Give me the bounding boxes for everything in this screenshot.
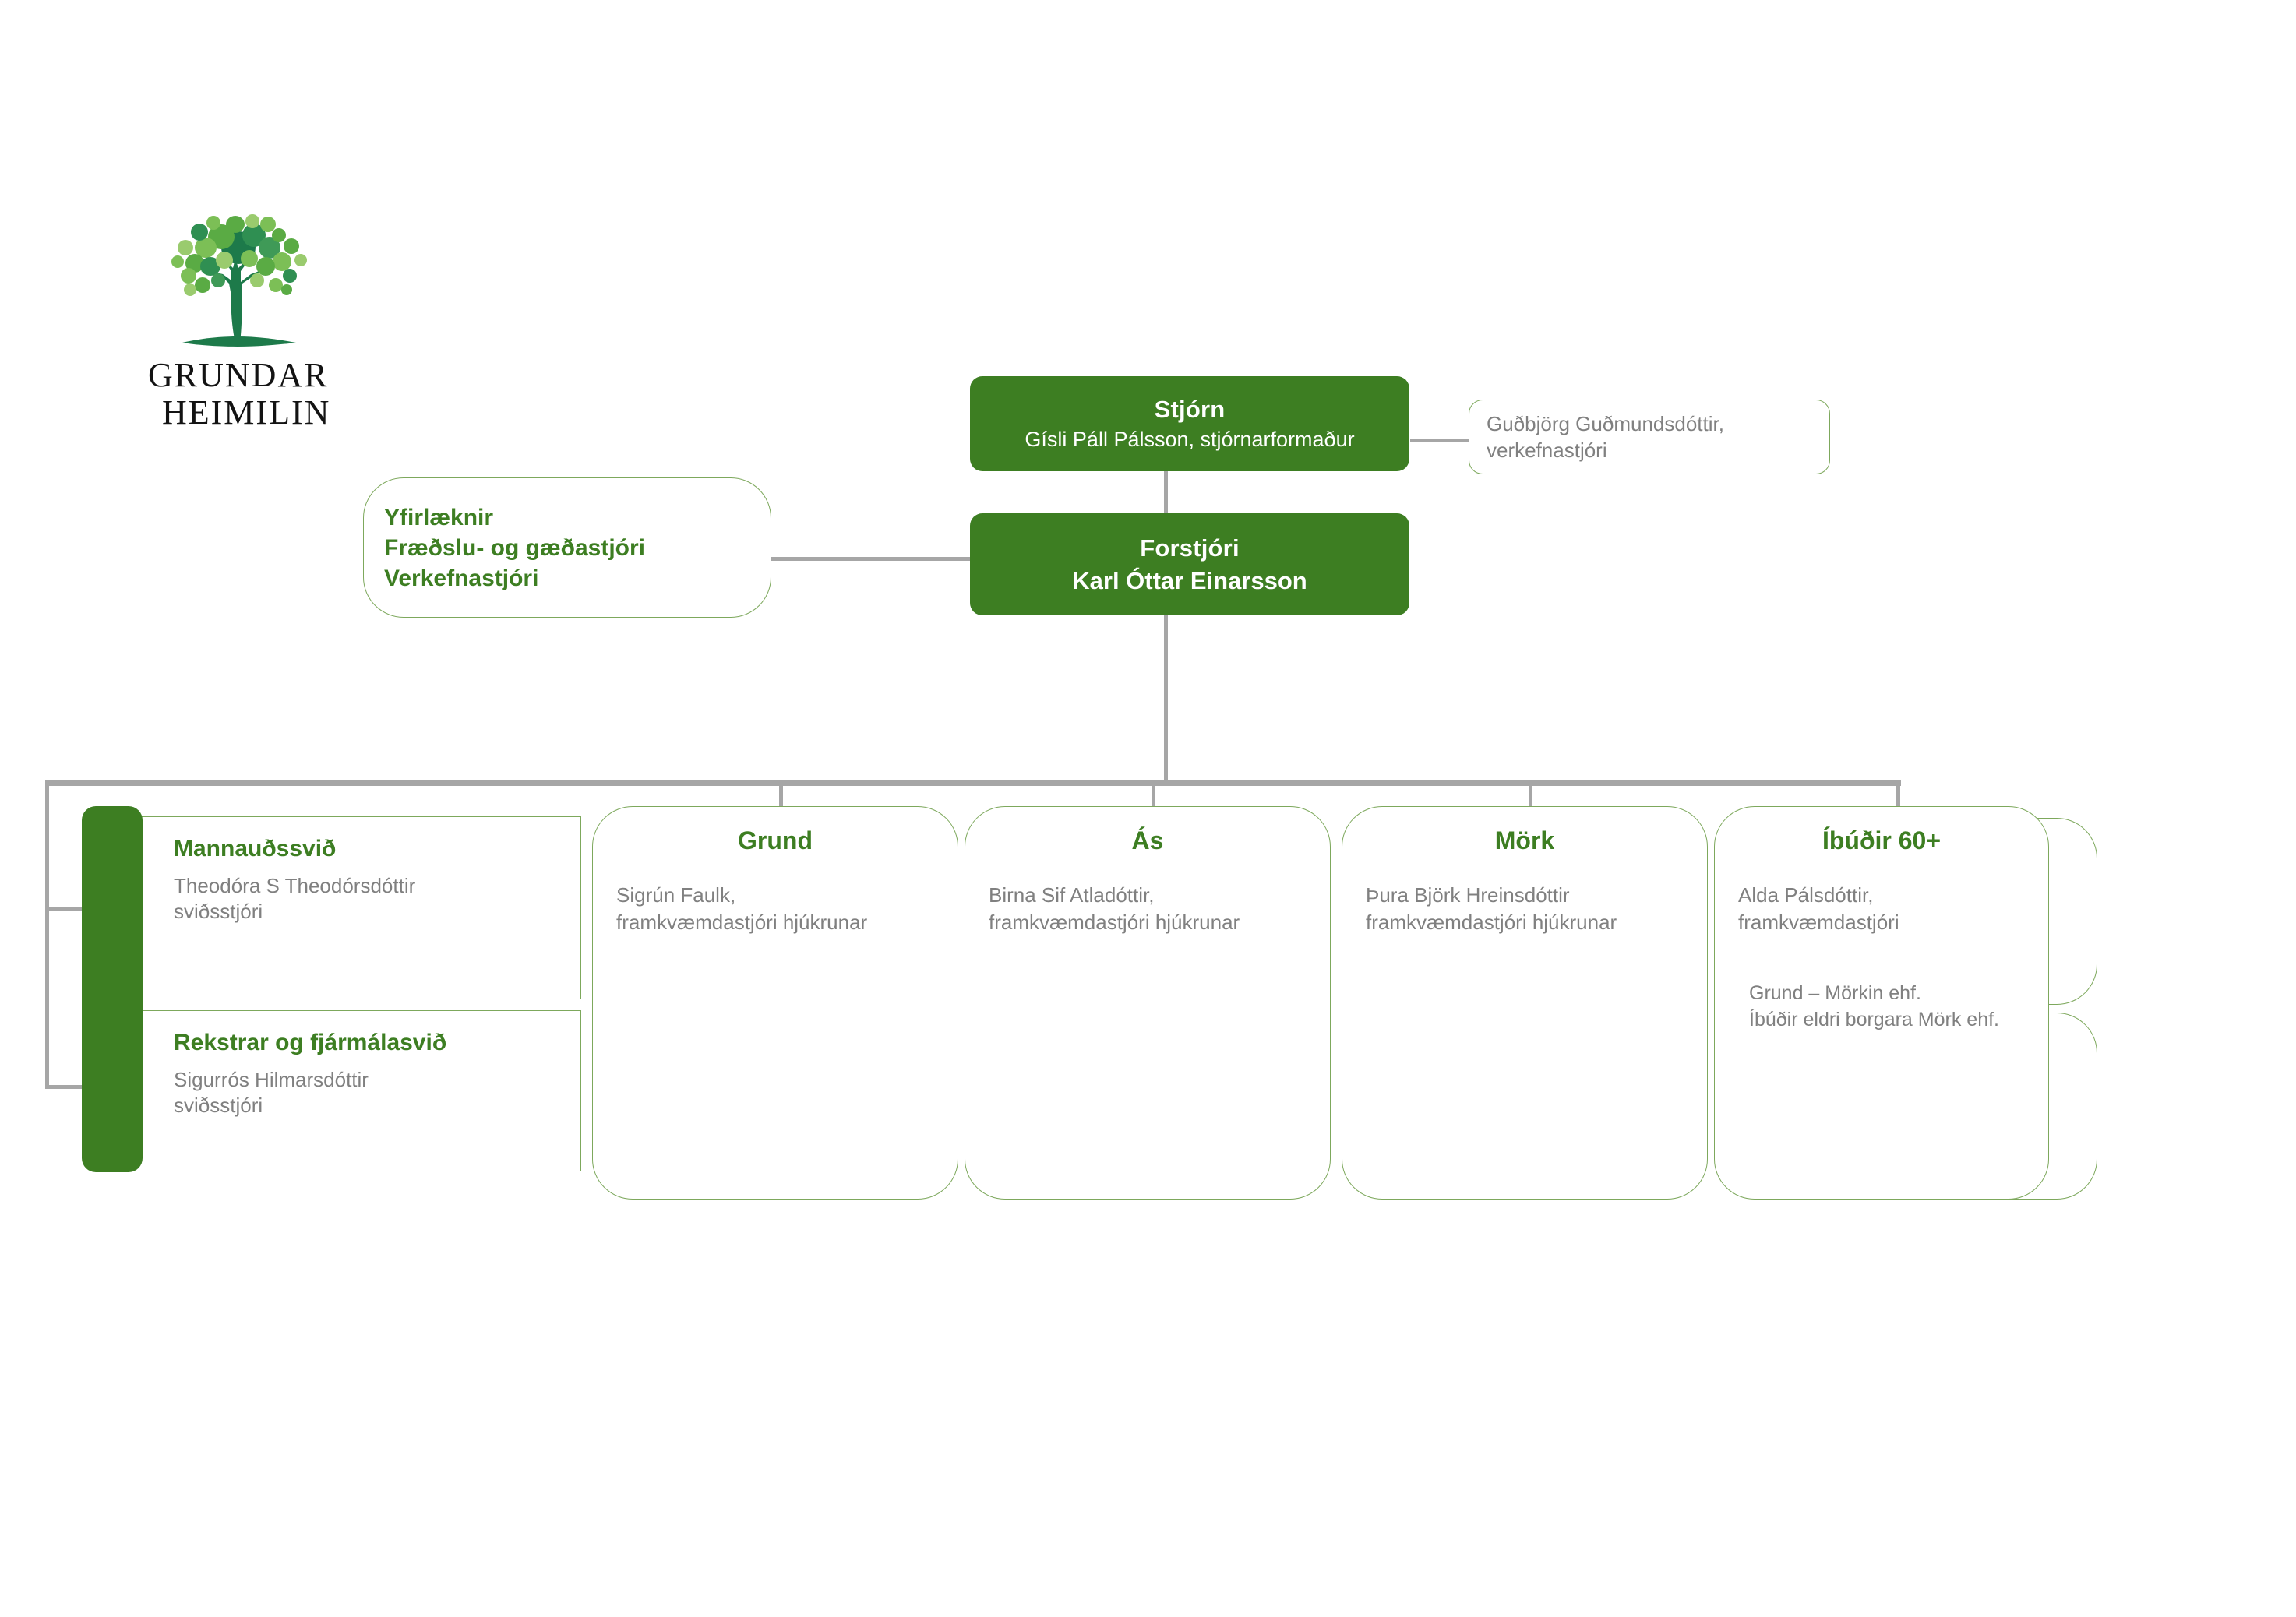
connector-stub-rekstrar	[45, 1085, 98, 1089]
unit-person: Alda Pálsdóttir,	[1738, 883, 1874, 907]
staff-role-2: Fræðslu- og gæðastjóri	[384, 534, 646, 561]
staff-role-3: Verkefnastjóri	[384, 565, 539, 591]
department-group-accent-bar	[82, 806, 143, 1172]
department-role: sviðsstjóri	[174, 1094, 263, 1118]
tree-icon	[171, 214, 307, 347]
unit-title: Grund	[738, 826, 813, 854]
department-card-mannaudssvid[interactable]: Mannauðssvið Theodóra S Theodórsdóttir s…	[98, 816, 581, 999]
ceo-box[interactable]: Forstjóri Karl Óttar Einarsson	[970, 513, 1409, 615]
grundarheimilin-logo: GRUNDAR HEIMILIN	[148, 212, 366, 446]
unit-title: Ás	[1131, 826, 1164, 854]
project-manager-name: Guðbjörg Guðmundsdóttir,	[1487, 411, 1724, 435]
department-card-rekstrar[interactable]: Rekstrar og fjármálasvið Sigurrós Hilmar…	[98, 1010, 581, 1171]
unit-card-ibudir[interactable]: Íbúðir 60+ Alda Pálsdóttir, framkvæmdast…	[1714, 806, 2049, 1200]
staff-role-1: Yfirlæknir	[384, 504, 494, 530]
staff-roles-box[interactable]: Yfirlæknir Fræðslu- og gæðastjóri Verkef…	[363, 477, 771, 618]
unit-title: Mörk	[1494, 826, 1555, 854]
unit-extra-1: Grund – Mörkin ehf.	[1749, 982, 1921, 1005]
logo-wordmark-line1: GRUNDAR	[148, 356, 329, 394]
unit-person: Birna Sif Atladóttir,	[989, 883, 1155, 907]
board-box[interactable]: Stjórn Gísli Páll Pálsson, stjórnarforma…	[970, 376, 1409, 471]
unit-person: Sigrún Faulk,	[616, 883, 736, 907]
department-person: Sigurrós Hilmarsdóttir	[174, 1067, 369, 1091]
department-person: Theodóra S Theodórsdóttir	[174, 873, 416, 897]
board-subtitle: Gísli Páll Pálsson, stjórnarformaður	[1025, 427, 1355, 451]
ceo-name: Karl Óttar Einarsson	[1072, 566, 1307, 594]
connector-left-spine	[45, 780, 49, 1089]
unit-card-as[interactable]: Ás Birna Sif Atladóttir, framkvæmdastjór…	[965, 806, 1331, 1200]
connector-stub-mannaudssvid	[45, 907, 98, 911]
unit-card-grund[interactable]: Grund Sigrún Faulk, framkvæmdastjóri hjú…	[592, 806, 958, 1200]
unit-role: framkvæmdastjóri hjúkrunar	[1366, 910, 1617, 934]
connector-main-bus	[45, 780, 1901, 786]
department-role: sviðsstjóri	[174, 900, 263, 924]
department-title: Rekstrar og fjármálasvið	[174, 1030, 447, 1055]
connector-ceo-trunk	[1164, 615, 1168, 783]
board-title: Stjórn	[1154, 396, 1226, 424]
logo-wordmark-line2: HEIMILIN	[162, 393, 331, 432]
unit-person: Þura Björk Hreinsdóttir	[1366, 883, 1570, 907]
connector-board-to-ceo	[1164, 471, 1168, 513]
logo-wordmark: GRUNDAR HEIMILIN	[148, 357, 366, 431]
department-title: Mannauðssvið	[174, 836, 337, 861]
unit-role: framkvæmdastjóri hjúkrunar	[616, 910, 868, 934]
ceo-title: Forstjóri	[1140, 534, 1240, 562]
connector-board-to-note	[1410, 439, 1472, 442]
unit-role: framkvæmdastjóri	[1738, 910, 1899, 934]
project-manager-role: verkefnastjóri	[1487, 439, 1607, 462]
unit-card-mork[interactable]: Mörk Þura Björk Hreinsdóttir framkvæmdas…	[1342, 806, 1708, 1200]
unit-title: Íbúðir 60+	[1822, 826, 1942, 854]
project-manager-note-box[interactable]: Guðbjörg Guðmundsdóttir, verkefnastjóri	[1469, 400, 1830, 474]
connector-staff-to-ceo	[770, 557, 975, 561]
unit-role: framkvæmdastjóri hjúkrunar	[989, 910, 1240, 934]
unit-extra-2: Íbúðir eldri borgara Mörk ehf.	[1749, 1008, 1999, 1030]
